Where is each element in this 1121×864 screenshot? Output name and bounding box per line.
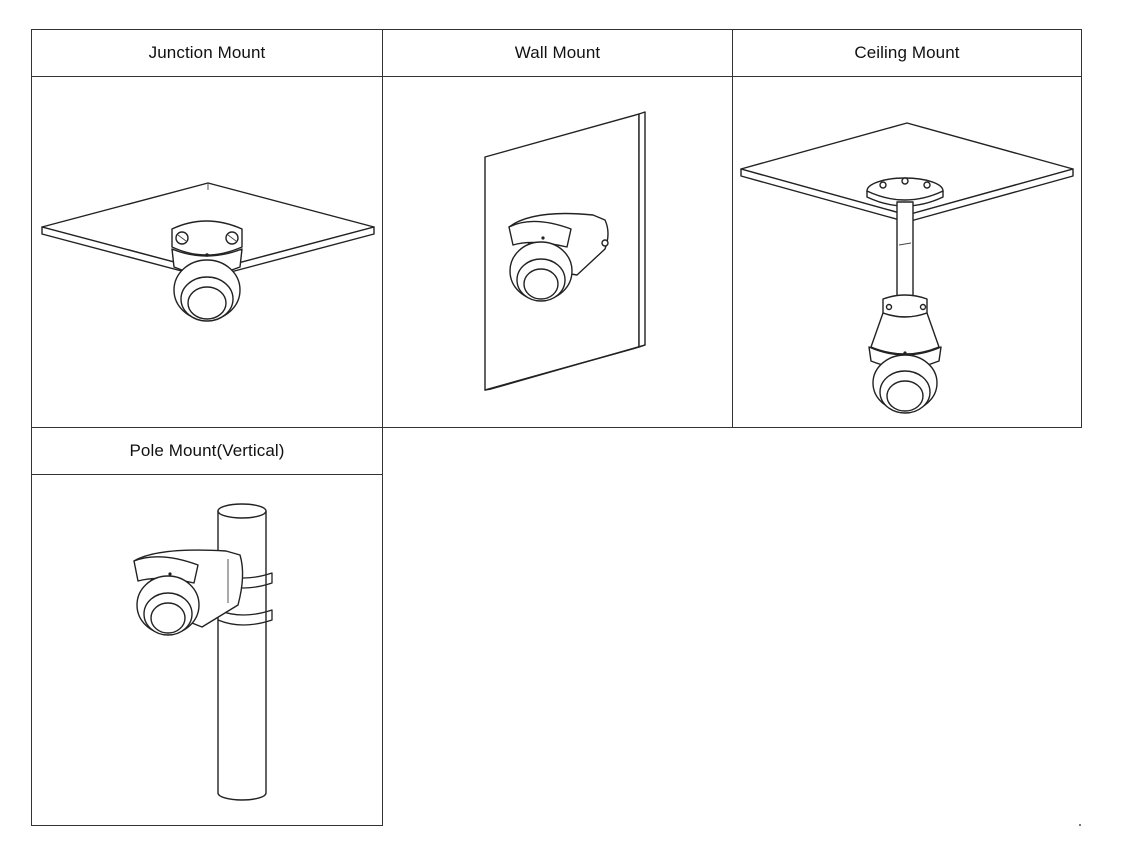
mount-options-table: Junction Mount (31, 29, 1082, 826)
ceiling-mount-camera-icon (740, 122, 1074, 414)
pole-mount-vertical-label: Pole Mount(Vertical) (32, 428, 382, 475)
page-dot-mark (1079, 824, 1081, 826)
junction-mount-label: Junction Mount (32, 30, 382, 77)
wall-mount-camera-icon (484, 111, 646, 391)
ceiling-mount-label: Ceiling Mount (733, 30, 1081, 77)
ceiling-mount-cell: Ceiling Mount (732, 29, 1082, 428)
ceiling-mount-illustration (733, 77, 1081, 427)
wall-mount-cell: Wall Mount (382, 29, 733, 428)
junction-mount-camera-icon (41, 182, 375, 322)
pole-mount-vertical-cell: Pole Mount(Vertical) (31, 427, 383, 826)
pole-mount-camera-icon (133, 503, 273, 801)
junction-mount-illustration (32, 77, 382, 427)
wall-mount-illustration (383, 77, 732, 427)
junction-mount-cell: Junction Mount (31, 29, 383, 428)
pole-mount-vertical-illustration (32, 475, 382, 825)
wall-mount-label: Wall Mount (383, 30, 732, 77)
